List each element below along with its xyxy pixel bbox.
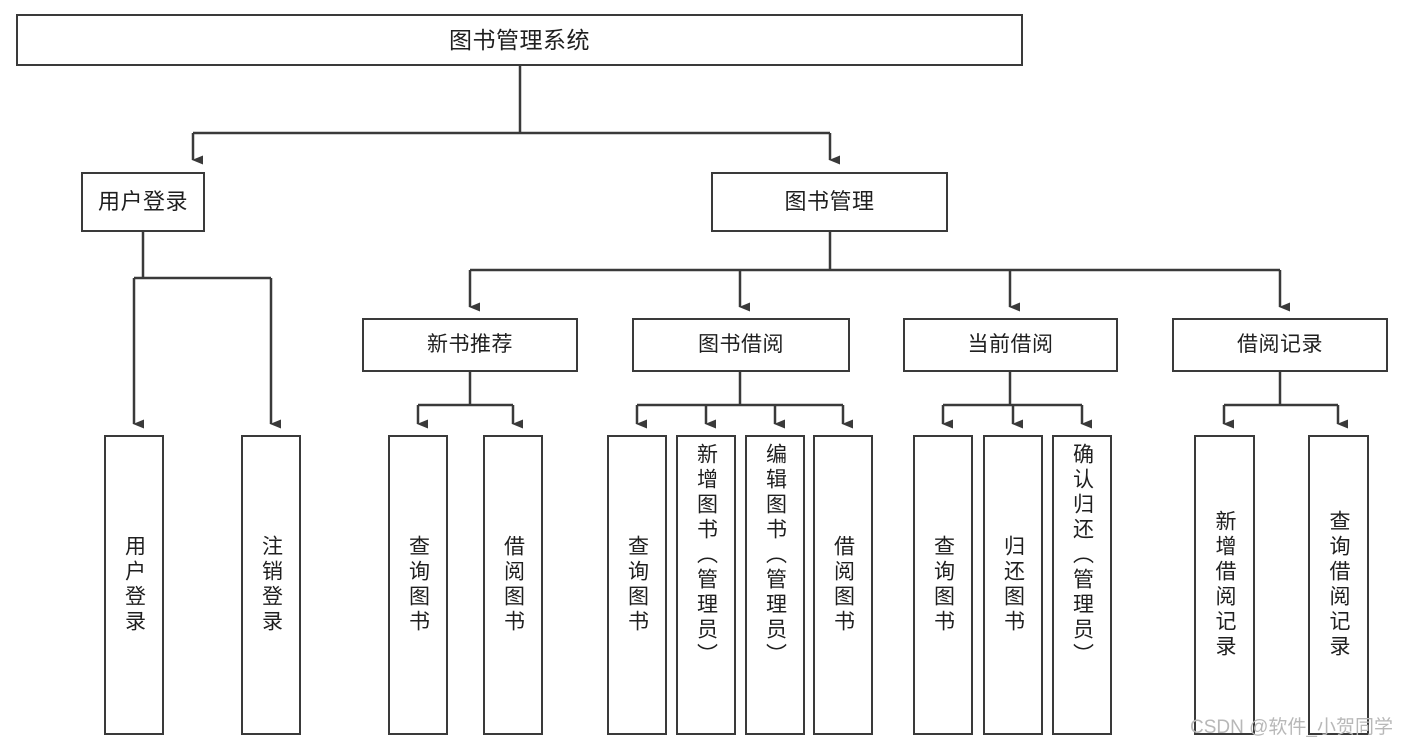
node-new-book-recommend-label: 新书推荐 [427, 332, 513, 356]
node-leaf-label: 确认归还（管理员） [1070, 443, 1094, 668]
node-leaf-record-query-record[interactable]: 查询借阅记录 [1308, 435, 1369, 735]
node-root-book-management-system[interactable]: 图书管理系统 [16, 14, 1023, 66]
node-book-borrow-label: 图书借阅 [698, 332, 784, 356]
node-user-login-label: 用户登录 [97, 189, 188, 215]
node-leaf-recommend-query-book[interactable]: 查询图书 [388, 435, 448, 735]
node-current-borrow[interactable]: 当前借阅 [903, 318, 1118, 372]
node-leaf-current-confirm-return-admin[interactable]: 确认归还（管理员） [1052, 435, 1112, 735]
node-leaf-record-add-record[interactable]: 新增借阅记录 [1194, 435, 1255, 735]
node-leaf-borrow-add-book-admin[interactable]: 新增图书（管理员） [676, 435, 736, 735]
node-leaf-label: 新增图书（管理员） [694, 443, 718, 668]
node-root-label: 图书管理系统 [449, 26, 590, 53]
node-book-management[interactable]: 图书管理 [711, 172, 948, 232]
node-new-book-recommend[interactable]: 新书推荐 [362, 318, 578, 372]
node-leaf-borrow-borrow-book[interactable]: 借阅图书 [813, 435, 873, 735]
node-leaf-label: 查询图书 [625, 535, 649, 635]
node-leaf-borrow-edit-book-admin[interactable]: 编辑图书（管理员） [745, 435, 805, 735]
node-leaf-label: 新增借阅记录 [1213, 510, 1236, 660]
node-book-management-label: 图书管理 [784, 189, 875, 215]
node-leaf-label: 查询借阅记录 [1327, 510, 1350, 660]
node-leaf-recommend-borrow-book[interactable]: 借阅图书 [483, 435, 543, 735]
node-borrow-record[interactable]: 借阅记录 [1172, 318, 1388, 372]
node-current-borrow-label: 当前借阅 [967, 332, 1054, 356]
node-leaf-label: 用户登录 [122, 535, 146, 635]
node-leaf-label: 查询图书 [931, 535, 955, 635]
node-leaf-label: 归还图书 [1001, 535, 1025, 635]
node-leaf-user-login-signin[interactable]: 用户登录 [104, 435, 164, 735]
node-leaf-label: 借阅图书 [501, 535, 525, 635]
node-leaf-label: 查询图书 [406, 535, 430, 635]
node-leaf-user-login-signout[interactable]: 注销登录 [241, 435, 301, 735]
node-leaf-current-return-book[interactable]: 归还图书 [983, 435, 1043, 735]
node-leaf-label: 借阅图书 [831, 535, 855, 635]
node-user-login[interactable]: 用户登录 [81, 172, 205, 232]
node-leaf-current-query-book[interactable]: 查询图书 [913, 435, 973, 735]
node-leaf-label: 编辑图书（管理员） [763, 443, 787, 668]
node-borrow-record-label: 借阅记录 [1237, 332, 1323, 356]
node-leaf-label: 注销登录 [259, 535, 283, 635]
node-leaf-borrow-query-book[interactable]: 查询图书 [607, 435, 667, 735]
node-book-borrow[interactable]: 图书借阅 [632, 318, 850, 372]
